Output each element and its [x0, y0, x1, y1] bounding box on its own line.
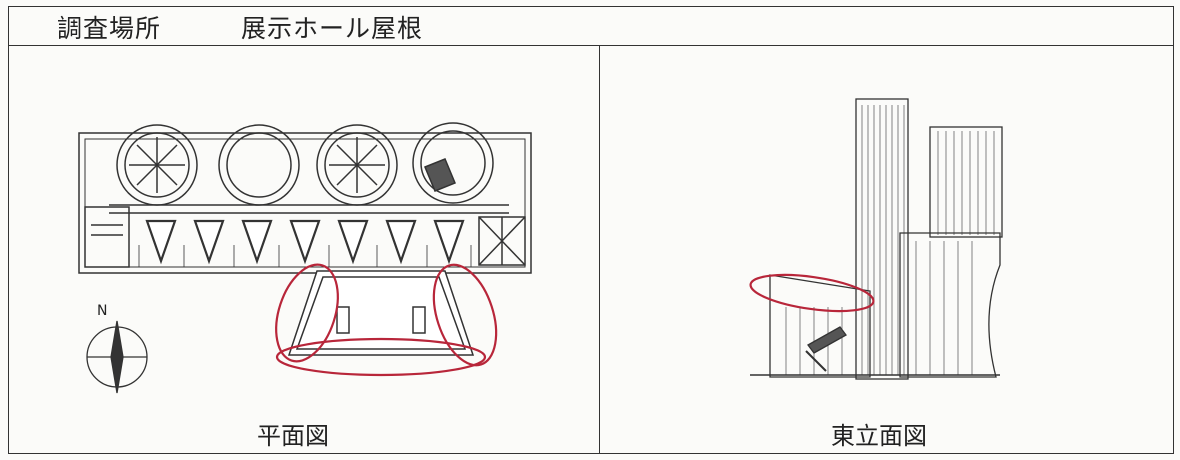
plan-drawing [78, 122, 532, 394]
location-label: 調査場所 [57, 14, 162, 43]
plan-triangles [145, 219, 465, 265]
north-arrow-icon [86, 320, 148, 394]
elevation-caption: 東立面図 [831, 422, 927, 450]
hall-roof-elevation [769, 274, 871, 378]
hall-roof-plan [287, 270, 475, 356]
elevation-panel: 東立面図 [599, 45, 1174, 453]
sheet-header: 調査場所 展示ホール屋根 [9, 7, 1173, 46]
survey-sheet: 調査場所 展示ホール屋根 [8, 6, 1174, 454]
elevation-drawing [749, 98, 1003, 380]
elevation-highlight [749, 273, 875, 313]
north-label: N [97, 303, 108, 319]
highlight-marks [275, 263, 498, 377]
location-value: 展示ホール屋根 [241, 14, 424, 43]
plan-panel: N 平面図 [9, 45, 597, 453]
plan-caption: 平面図 [257, 422, 329, 450]
plan-domes [116, 122, 494, 206]
elevation-tower [855, 98, 909, 380]
plan-building-outline [78, 132, 532, 274]
